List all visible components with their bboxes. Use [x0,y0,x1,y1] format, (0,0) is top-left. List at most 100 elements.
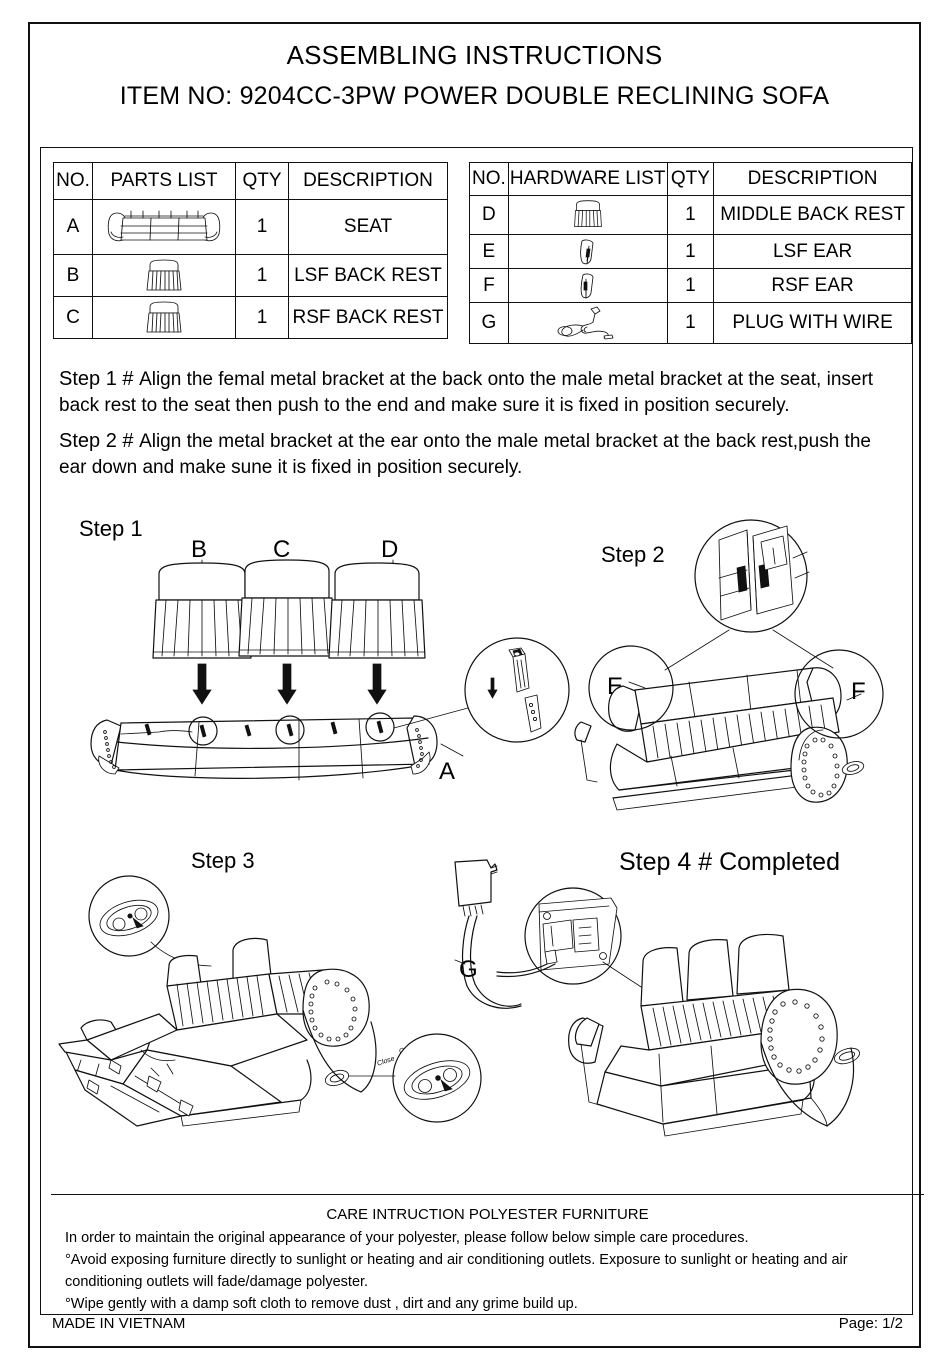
page-subtitle: ITEM NO: 9204CC-3PW POWER DOUBLE RECLINI… [119,82,830,110]
header-no: NO. [53,162,93,200]
callout-f: F [851,678,866,705]
hw-desc-f: RSF EAR [713,268,912,303]
step-3-diagram-title: Step 3 [191,848,255,873]
hw-qty-d: 1 [666,195,715,235]
power-socket-callout [496,887,662,1001]
table-header-row: NO. HARDWARE LIST QTY DESCRIPTION [469,162,912,196]
part-desc-c: RSF BACK REST [288,296,448,339]
part-desc-b: LSF BACK REST [288,254,448,297]
step-2-instruction: Step 2 # Align the metal bracket at the … [59,428,899,480]
footer-origin: MADE IN VIETNAM [52,1315,186,1332]
part-no-c: C [53,296,93,339]
care-instructions: CARE INTRUCTION POLYESTER FURNITURE In o… [51,1198,924,1315]
switch-detail-left [88,875,212,967]
callout-c: C [273,536,291,563]
part-icon-rsf-back-rest [92,296,236,339]
hw-qty-e: 1 [666,234,715,269]
hw-icon-lsf-ear [507,234,668,269]
hw-no-f: F [469,268,509,303]
step-4-diagram [496,878,931,1178]
header-qty: QTY [666,162,715,196]
assembly-arrows [192,663,387,705]
back-rest-cushion-icon [146,259,182,290]
part-desc-a: SEAT [288,199,448,255]
hw-desc-e: LSF EAR [713,234,912,269]
callout-d: D [381,536,399,563]
header-hardware-list: HARDWARE LIST [507,162,668,196]
hw-desc-d: MIDDLE BACK REST [713,195,912,235]
callout-b: B [191,536,208,563]
callout-a: A [439,758,456,785]
header-no: NO. [469,162,509,196]
content-frame: NO. PARTS LIST QTY DESCRIPTION A [40,147,924,1315]
hw-icon-rsf-ear [507,268,668,303]
detail-circle-e [588,645,674,731]
step-2-diagram [561,518,921,838]
hw-no-g: G [469,302,509,344]
table-row: E 1 LSF EAR [469,234,912,269]
plug-with-wire-g [454,859,522,1009]
part-qty-b: 1 [235,254,289,297]
seat-brackets [144,720,384,738]
detail-circle-c [275,715,305,745]
recliner-switch [841,761,865,775]
header-description: DESCRIPTION [288,162,448,200]
care-line-1: In order to maintain the original appear… [65,1230,749,1246]
back-rest-d [328,562,426,659]
plug-head [542,919,574,953]
table-header-row: NO. PARTS LIST QTY DESCRIPTION [53,162,448,200]
hw-qty-g: 1 [666,302,715,344]
insert-direction-arrow [487,677,498,699]
ear-bracket-icon [580,273,594,298]
back-rest-cushion-icon [573,200,602,228]
back-rest-c [238,559,336,657]
plug-with-wire-icon [557,306,614,340]
care-line-4: °Wipe gently with a damp soft cloth to r… [65,1296,578,1313]
step-2-label: Step 2 # [59,430,140,452]
part-qty-c: 1 [235,296,289,339]
page-title: ASSEMBLING INSTRUCTIONS [286,40,663,70]
step-2-diagram-title: Step 2 [601,542,665,567]
step-1-instruction: Step 1 # Align the femal metal bracket a… [59,366,899,418]
step-4-diagram-title: Step 4 # Completed [619,848,840,876]
hw-no-d: D [469,195,509,235]
sofa-with-ears [574,667,865,811]
header-qty: QTY [235,162,289,200]
step-1-diagram [59,530,570,830]
table-row: G 1 PLUG WITH WIRE [469,302,912,344]
back-rest-cushion-icon [146,301,182,332]
table-row: F 1 RSF EAR [469,268,912,303]
step-2-body: Align the metal bracket at the ear onto … [59,431,871,478]
recliner-switch-right [324,1069,350,1087]
sofa-seat-a [90,712,464,781]
recliner-switch [834,1047,860,1065]
parts-list-table: NO. PARTS LIST QTY DESCRIPTION A [53,162,448,339]
sofa-seat-frame-icon [107,210,221,242]
ear-detail-callout [694,519,810,633]
page-footer: MADE IN VIETNAM Page: 1/2 [40,1312,913,1338]
care-heading: CARE INTRUCTION POLYESTER FURNITURE [326,1206,649,1223]
bracket-detail-callout [393,637,570,743]
table-row: A 1 SEAT [53,199,448,255]
step-1-label: Step 1 # [59,368,140,390]
footer-page-number: Page: 1/2 [838,1315,903,1332]
care-line-3: conditioning outlets will fade/damage po… [65,1274,369,1291]
part-no-b: B [53,254,93,297]
detail-circle-f [794,649,884,739]
part-icon-lsf-back-rest [92,254,236,297]
part-no-a: A [53,199,93,255]
hw-no-e: E [469,234,509,269]
completed-sofa [568,933,860,1137]
care-line-2: °Avoid exposing furniture directly to su… [65,1252,848,1269]
part-icon-seat [92,199,236,255]
header-parts-list: PARTS LIST [92,162,236,200]
detail-circle-b [188,716,218,746]
part-qty-a: 1 [235,199,289,255]
switch-detail-right [348,1033,482,1123]
hw-desc-g: PLUG WITH WIRE [713,302,912,344]
detail-circle-d [365,712,395,742]
hardware-list-table: NO. HARDWARE LIST QTY DESCRIPTION D 1 MI… [469,162,912,344]
page-border: ASSEMBLING INSTRUCTIONS ITEM NO: 9204CC-… [28,22,924,1348]
table-row: D 1 MIDDLE BACK REST [469,195,912,235]
hw-icon-plug-with-wire [507,302,668,344]
